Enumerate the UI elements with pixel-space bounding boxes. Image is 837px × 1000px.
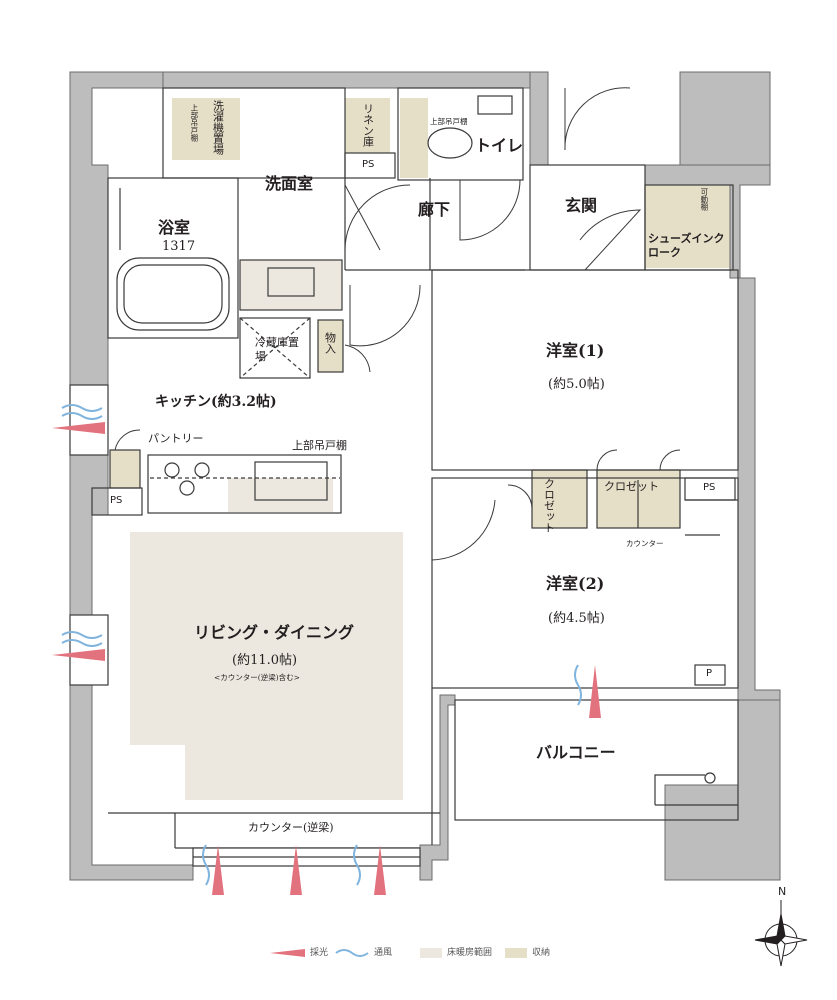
western-room-2-outline	[431, 477, 739, 689]
storage-washer	[172, 98, 240, 160]
label-washroom: 洗面室	[265, 174, 314, 193]
compass-rose	[754, 900, 808, 967]
bath-outline	[107, 177, 239, 339]
label-closet-a: クロゼット	[542, 478, 556, 533]
bathtub-inner	[123, 264, 223, 324]
door-washroom	[344, 184, 411, 251]
legend-light: 採光	[310, 948, 329, 958]
label-living-note: <カウンター(逆梁)含む>	[214, 673, 300, 682]
label-upper-cabinet-wash: 上部吊戸棚	[189, 104, 199, 142]
door-closet-b	[596, 449, 681, 471]
label-bath: 浴室	[158, 218, 191, 237]
label-linen: リネン庫	[361, 103, 375, 147]
storage-small	[318, 320, 343, 372]
sink	[254, 461, 328, 501]
label-western-room-1-size: (約5.0帖)	[548, 377, 605, 392]
label-western-room-1: 洋室(1)	[546, 341, 605, 360]
label-washer: 洗濯機置場	[211, 100, 225, 155]
walls	[69, 71, 781, 881]
door-kitchen-storage	[344, 344, 371, 373]
label-counter-room2: カウンター	[626, 539, 664, 548]
floor-heating-area-living	[130, 532, 403, 800]
floor-heating-area-kitchen	[228, 478, 333, 512]
storage-shoes	[645, 183, 733, 268]
label-upper-cabinet-kitchen: 上部吊戸棚	[292, 439, 347, 452]
western-room-1-outline	[431, 269, 739, 471]
ps-box-washroom	[344, 152, 396, 179]
label-shoes-closet: シューズインクローク	[648, 232, 725, 259]
label-counter-bottom: カウンター(逆梁)	[248, 821, 334, 834]
label-fridge: 冷蔵庫置場	[255, 336, 299, 364]
door-room2	[431, 495, 496, 561]
legend-symbols	[270, 948, 527, 958]
label-western-room-2: 洋室(2)	[546, 574, 605, 593]
burner	[194, 462, 210, 478]
label-entrance: 玄関	[565, 196, 598, 215]
label-toilet: トイレ	[475, 136, 524, 155]
ventilation-waves	[61, 404, 582, 886]
washroom-outline	[162, 87, 346, 179]
storage-linen	[345, 98, 390, 153]
door-entrance	[579, 209, 642, 271]
light-arrows	[52, 422, 601, 895]
burner	[179, 480, 195, 496]
marker-ps-kitchen: PS	[110, 495, 123, 506]
label-western-room-2-size: (約4.5帖)	[548, 611, 605, 626]
storage-closet-a	[532, 470, 587, 528]
label-closet-b: クロゼット	[604, 480, 659, 493]
marker-ps-room2: PS	[703, 482, 716, 493]
label-living: リビング・ダイニング	[194, 623, 355, 642]
storage-toilet-cabinet	[400, 98, 428, 178]
door-pantry	[114, 429, 141, 451]
marker-ps-washroom: PS	[362, 159, 375, 170]
label-kitchen: キッチン(約3.2帖)	[155, 394, 277, 410]
label-pantry: パントリー	[148, 432, 204, 445]
door-room1	[349, 284, 421, 347]
door-toilet	[459, 179, 521, 241]
storage-pantry	[110, 450, 140, 488]
label-balcony: バルコニー	[536, 743, 616, 762]
compass-north-label: N	[778, 885, 787, 898]
burner	[164, 462, 180, 478]
legend-floor-heating: 床暖房範囲	[447, 948, 493, 958]
door-closet-a	[507, 484, 533, 511]
label-bath-size: 1317	[162, 239, 196, 254]
label-upper-cabinet-toilet: 上部吊戸棚	[430, 117, 468, 126]
legend-ventilation: 通風	[374, 948, 393, 958]
kitchen-counter	[147, 454, 342, 514]
bathtub	[116, 257, 230, 331]
toilet-bowl	[427, 127, 473, 159]
door-front	[564, 87, 631, 151]
fridge-box	[239, 317, 311, 379]
label-living-size: (約11.0帖)	[232, 653, 298, 668]
p-box-room2	[694, 664, 726, 686]
label-movable-shelf: 可動棚	[699, 188, 709, 211]
label-hallway: 廊下	[418, 200, 451, 219]
label-storage-small: 物入	[323, 332, 337, 354]
marker-p-room2: P	[706, 668, 713, 679]
legend-storage: 収納	[532, 948, 551, 958]
